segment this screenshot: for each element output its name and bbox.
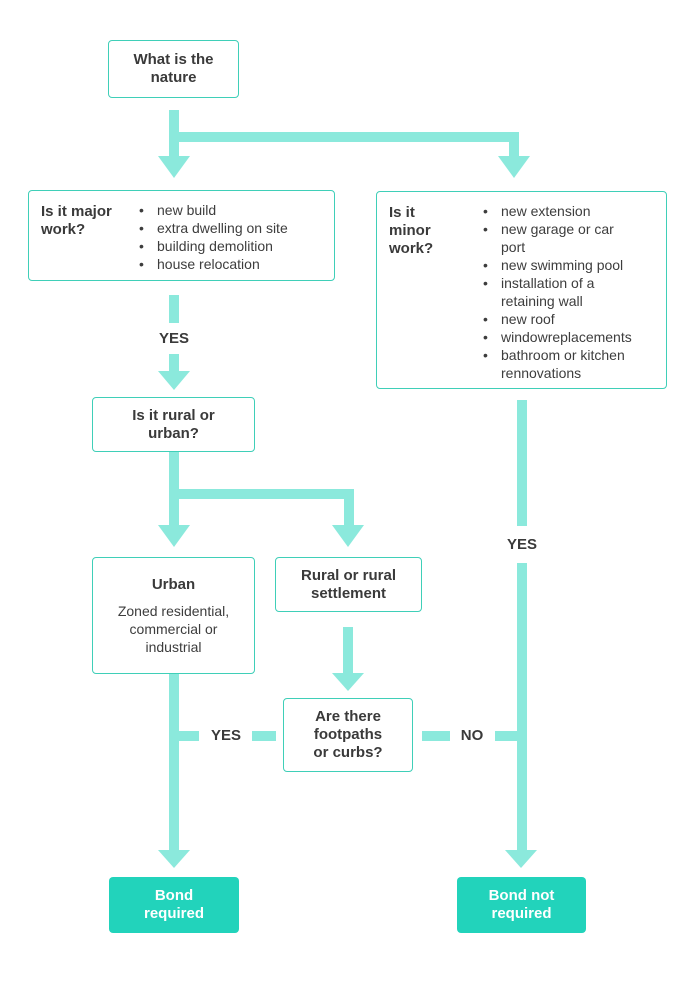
list-item: new extension [483,202,632,220]
arrow-head [332,673,364,691]
rural-or-urban-line2: urban? [148,424,199,442]
yes-label-major: YES [148,330,200,348]
connector [422,731,450,741]
urban-desc-line2: commercial or [129,620,218,637]
arrow-head [498,156,530,178]
list-item: new build [139,201,288,219]
yes-label-footpaths: YES [203,727,249,745]
footpaths-question-box: Are there footpaths or curbs? [283,698,413,772]
urban-desc-line1: Zoned residential, [117,602,230,619]
urban-box: Urban Zoned residential, commercial or i… [92,557,255,674]
arrow-head [505,850,537,868]
bond-required-line1: Bond [154,887,194,904]
connector [343,627,353,675]
no-label-footpaths: NO [453,727,491,745]
connector [517,400,527,526]
minor-work-question-line2: minor [389,222,431,239]
rural-or-urban-line1: Is it rural or [132,406,215,424]
connector [179,731,199,741]
list-item: new roof [483,310,632,328]
bond-not-required-line1: Bond not [488,887,555,904]
connector [344,489,354,525]
connector [252,731,276,741]
list-item: windowreplacements [483,328,632,346]
nature-question-line1: What is the [133,51,214,68]
minor-work-question: Is it minor work? [389,204,433,258]
major-work-question: Is it major work? [41,203,112,239]
arrow-head [332,525,364,547]
connector [517,563,527,850]
major-work-box: Is it major work? new build extra dwelli… [28,190,335,281]
connector [169,489,354,499]
major-work-question-line2: work? [41,221,86,238]
arrow-head [158,850,190,868]
connector [169,354,179,371]
arrow-head [158,156,190,178]
connector [169,658,179,850]
connector [169,295,179,323]
list-item: house relocation [139,255,288,273]
minor-work-question-line1: Is it [389,204,415,221]
nature-question-line2: nature [150,69,197,86]
bond-required-line2: required [143,905,204,922]
major-work-list: new build extra dwelling on site buildin… [139,201,288,273]
urban-title: Urban [151,575,196,593]
nature-question-box: What is the nature [108,40,239,98]
minor-work-question-line3: work? [389,240,434,257]
footpaths-line1: Are there [315,708,381,725]
footpaths-line2: footpaths [313,726,383,743]
connector [509,132,519,156]
rural-box: Rural or rural settlement [275,557,422,612]
connector [169,452,179,525]
list-item: building demolition [139,237,288,255]
minor-work-box: Is it minor work? new extension new gara… [376,191,667,389]
yes-label-minor: YES [496,536,548,554]
arrow-head [158,525,190,547]
rural-or-urban-box: Is it rural or urban? [92,397,255,452]
connector [169,132,519,142]
arrow-head [158,371,190,390]
bond-not-required-box: Bond not required [457,877,586,933]
bond-required-box: Bond required [109,877,239,933]
footpaths-line3: or curbs? [313,744,383,761]
major-work-question-line1: Is it major [41,203,112,220]
urban-desc-line3: industrial [145,638,202,655]
list-item: new swimming pool [483,256,632,274]
connector [495,731,517,741]
rural-line1: Rural or rural [300,566,397,584]
bond-not-required-line2: required [491,905,552,922]
rural-line2: settlement [310,584,387,602]
list-item: extra dwelling on site [139,219,288,237]
